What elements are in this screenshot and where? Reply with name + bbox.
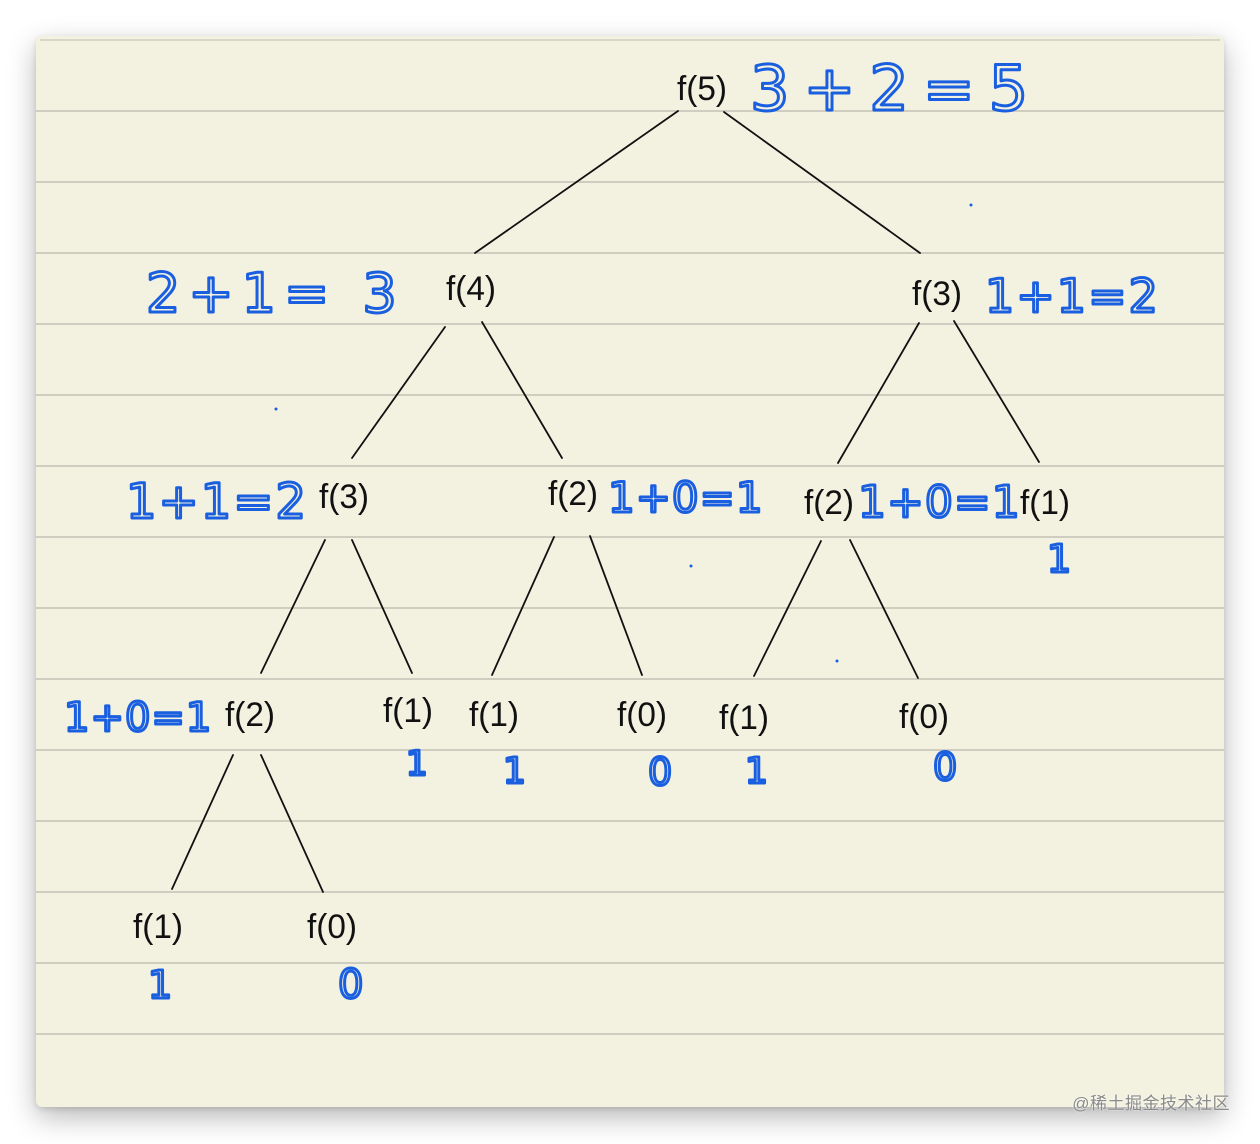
- tree-node-n4: f(2): [548, 475, 598, 513]
- watermark: @稀土掘金技术社区: [1072, 1094, 1230, 1113]
- tree-edge: [260, 539, 326, 674]
- annotation-a-f4: 2+1= 3: [146, 262, 405, 325]
- tree-node-n9: f(1): [469, 696, 519, 734]
- annotation-v-f1-d: 1: [148, 963, 172, 1007]
- annotation-a-f2-right: 1+0=1: [858, 477, 1021, 528]
- annotation-v-f1-a: 1: [406, 744, 428, 784]
- tree-nodes: f(5) f(4) f(3) f(3) f(2) f(2) f(1) f(2) f(1) f(1)…: [133, 70, 1070, 946]
- annotation-v-f1-b: 1: [503, 751, 526, 792]
- tree-edge: [837, 322, 920, 464]
- tree-node-n8: f(1): [383, 692, 433, 730]
- tree-edge: [351, 326, 446, 459]
- ink-dot: [835, 659, 839, 663]
- tree-node-n13: f(1): [133, 908, 183, 946]
- tree-edge: [753, 540, 822, 677]
- tree-node-n0: f(5): [677, 70, 727, 108]
- tree-edge: [260, 754, 324, 893]
- ink-dot: [689, 564, 693, 568]
- tree-node-n12: f(0): [899, 698, 949, 736]
- annotation-v-f0-a: 0: [648, 750, 672, 794]
- tree-edges: [171, 110, 1040, 893]
- ink-dot: [274, 407, 278, 411]
- tree-edge: [723, 111, 921, 254]
- tree-edge: [474, 110, 679, 254]
- annotation-a-f2-low: 1+0=1: [64, 695, 212, 741]
- notebook-paper: [36, 36, 1224, 1107]
- tree-edge: [351, 539, 413, 674]
- tree-edge: [171, 754, 234, 890]
- annotation-v-f0-c: 0: [338, 962, 363, 1008]
- annotation-a-f3-right: 1+1=2: [985, 269, 1160, 323]
- tree-node-n10: f(0): [617, 696, 667, 734]
- tree-edge: [481, 321, 563, 459]
- ink-dot: [969, 203, 973, 207]
- tree-node-n7: f(2): [225, 696, 275, 734]
- tree-edge: [953, 320, 1040, 463]
- tree-node-n5: f(2): [804, 484, 854, 522]
- annotation-a-f2-mid: 1+0=1: [608, 473, 764, 522]
- annotation-a-root: 3+2=5: [750, 52, 1042, 125]
- tree-node-n2: f(3): [912, 275, 962, 313]
- annotation-v-f1-r: 1: [1047, 537, 1071, 581]
- tree-node-n11: f(1): [719, 699, 769, 737]
- tree-edge: [849, 539, 919, 679]
- ruled-lines: [36, 39, 1224, 1035]
- tree-edge: [589, 535, 643, 676]
- tree-edge: [491, 536, 555, 676]
- annotation-a-f3-left: 1+1=2: [126, 474, 308, 530]
- tree-node-n3: f(3): [319, 478, 369, 516]
- tree-node-n1: f(4): [446, 270, 496, 308]
- tree-node-n6: f(1): [1020, 484, 1070, 522]
- tree-node-n14: f(0): [307, 908, 357, 946]
- annotation-v-f0-b: 0: [933, 745, 957, 789]
- handwritten-annotations: 3+2=5 2+1= 3 1+1=2 1+1=2 1+0=1 1+0=1 1+0=1 1 1 1 0…: [63, 51, 1160, 1010]
- annotation-v-f1-c: 1: [745, 751, 768, 792]
